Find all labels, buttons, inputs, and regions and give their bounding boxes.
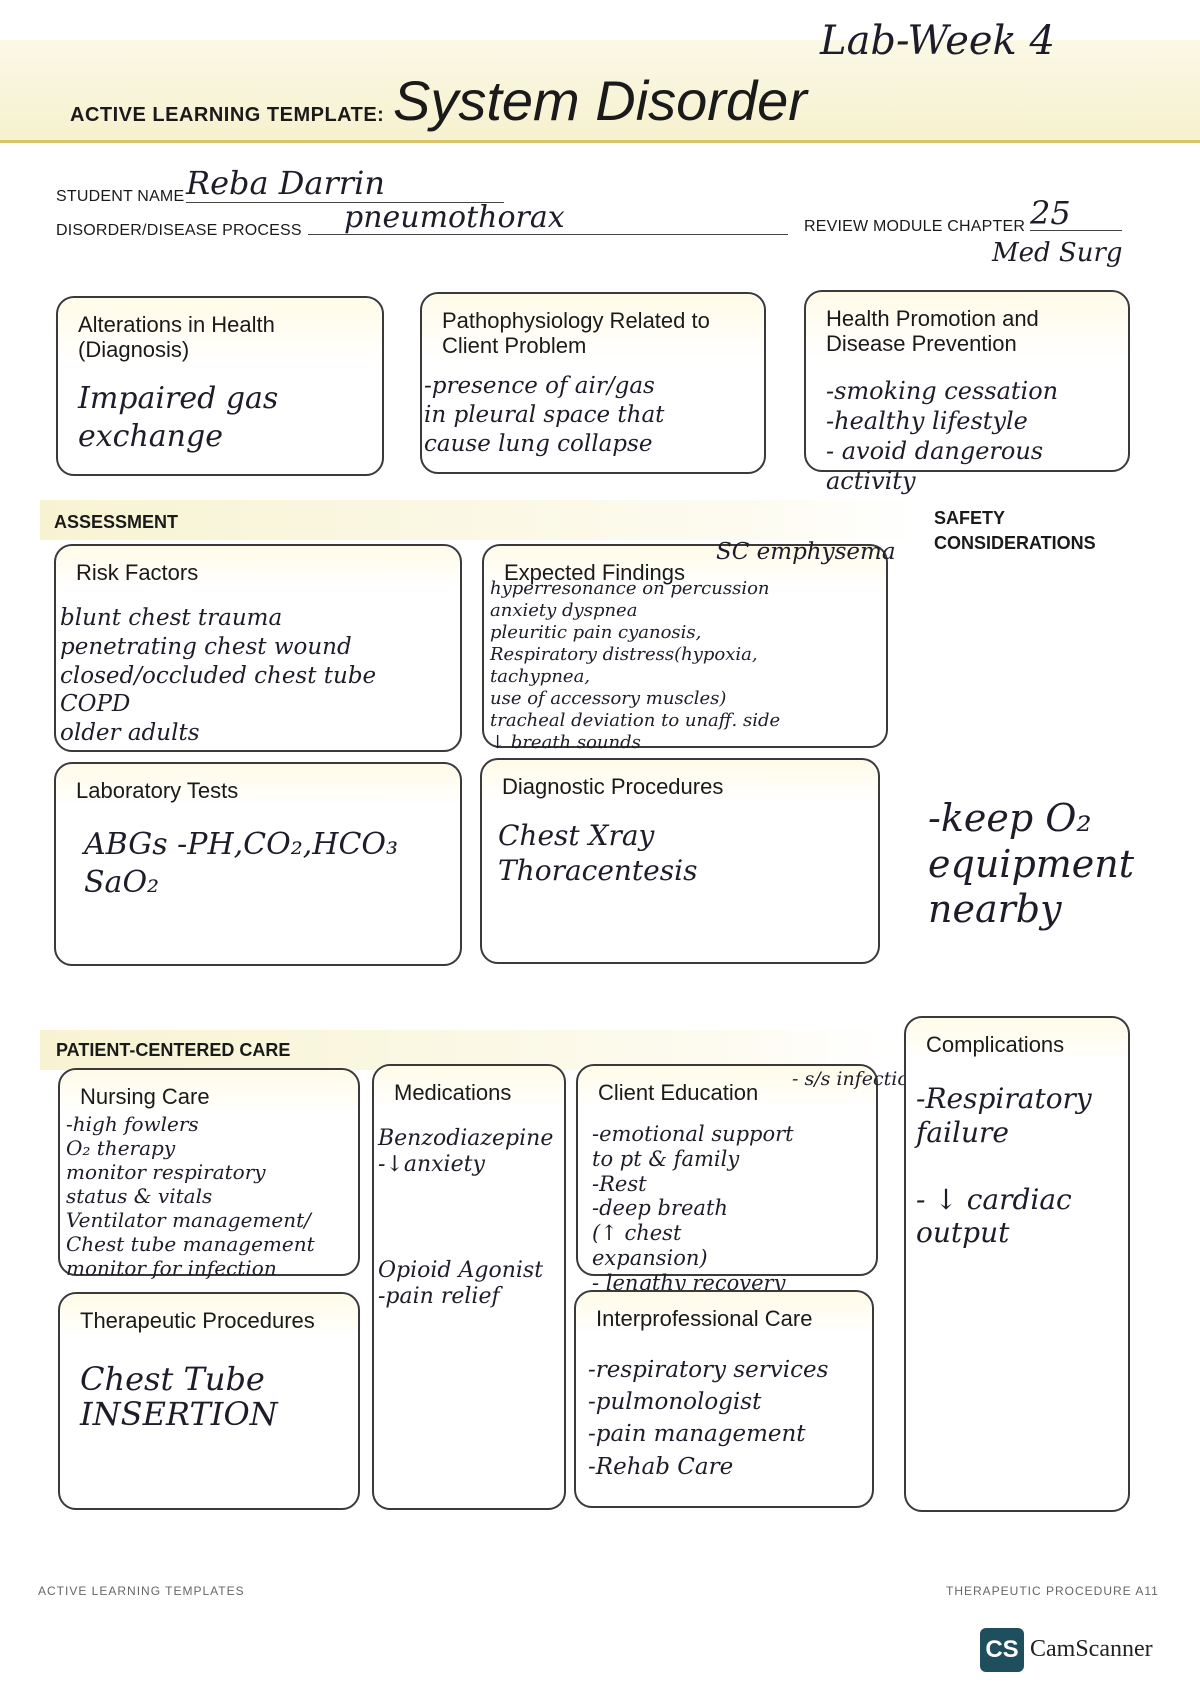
handwritten-lab-week: Lab-Week 4 bbox=[820, 18, 1055, 64]
medications-box: Medications bbox=[372, 1064, 566, 1510]
expected-findings-box: Expected Findings bbox=[482, 544, 888, 748]
nursing-care-content: -high fowlers O₂ therapy monitor respira… bbox=[66, 1112, 315, 1280]
alterations-box: Alterations in Health (Diagnosis) bbox=[56, 296, 384, 476]
laboratory-tests-content: ABGs -PH,CO₂,HCO₃ SaO₂ bbox=[84, 827, 399, 900]
interprofessional-care-heading: Interprofessional Care bbox=[576, 1292, 872, 1336]
disorder-line bbox=[308, 234, 788, 235]
complications-content: -Respiratory failure - ↓ cardiac output bbox=[916, 1082, 1092, 1250]
therapeutic-procedures-content: Chest Tube INSERTION bbox=[80, 1360, 278, 1434]
therapeutic-procedures-box: Therapeutic Procedures bbox=[58, 1292, 360, 1510]
medications-content: Benzodiazepine -↓anxiety Opioid Agonist … bbox=[378, 1126, 554, 1310]
patient-care-band bbox=[40, 1030, 890, 1070]
review-module-value: 25 bbox=[1030, 194, 1071, 232]
expected-findings-heading: Expected Findings bbox=[484, 546, 886, 590]
disorder-value: pneumothorax bbox=[344, 200, 565, 235]
alterations-heading: Alterations in Health (Diagnosis) bbox=[58, 298, 382, 367]
client-education-box: Client Education bbox=[576, 1064, 878, 1276]
template-label: ACTIVE LEARNING TEMPLATE: bbox=[70, 104, 385, 126]
diagnostic-procedures-box: Diagnostic Procedures bbox=[480, 758, 880, 964]
complications-box: Complications bbox=[904, 1016, 1130, 1512]
health-promotion-heading: Health Promotion and Disease Prevention bbox=[806, 292, 1128, 361]
expected-findings-content: hyperresonance on percussion anxiety dys… bbox=[490, 578, 781, 753]
review-module-label: REVIEW MODULE CHAPTER bbox=[804, 218, 1026, 235]
laboratory-tests-heading: Laboratory Tests bbox=[56, 764, 460, 808]
pathophysiology-content: -presence of air/gas in pleural space th… bbox=[424, 373, 665, 457]
interprofessional-care-content: -respiratory services -pulmonologist -pa… bbox=[588, 1357, 829, 1480]
client-education-note: - s/s infection bbox=[792, 1068, 922, 1090]
alterations-content: Impaired gas exchange bbox=[78, 381, 279, 454]
medications-heading: Medications bbox=[374, 1066, 564, 1110]
risk-factors-content: blunt chest trauma penetrating chest wou… bbox=[60, 605, 377, 746]
header-band bbox=[0, 40, 1200, 143]
nursing-care-heading: Nursing Care bbox=[60, 1070, 358, 1114]
pathophysiology-heading: Pathophysiology Related to Client Proble… bbox=[422, 294, 764, 363]
student-name-label: STUDENT NAME bbox=[56, 188, 185, 205]
safety-note: -keep O₂ equipment nearby bbox=[928, 796, 1135, 932]
safety-considerations-label: SAFETY CONSIDERATIONS bbox=[934, 508, 1096, 554]
client-education-content: -emotional support to pt & family -Rest … bbox=[592, 1122, 794, 1295]
nursing-care-box: Nursing Care bbox=[58, 1068, 360, 1276]
expected-findings-note: SC emphysema bbox=[716, 539, 896, 565]
risk-factors-heading: Risk Factors bbox=[56, 546, 460, 590]
student-name-line bbox=[186, 202, 504, 203]
camscanner-logo-icon: CS bbox=[980, 1628, 1024, 1672]
diagnostic-procedures-heading: Diagnostic Procedures bbox=[482, 760, 878, 804]
footer-left: ACTIVE LEARNING TEMPLATES bbox=[38, 1584, 245, 1598]
review-module-line bbox=[1030, 230, 1122, 231]
laboratory-tests-box: Laboratory Tests bbox=[54, 762, 462, 966]
disorder-label: DISORDER/DISEASE PROCESS bbox=[56, 222, 302, 239]
health-promotion-box: Health Promotion and Disease Prevention bbox=[804, 290, 1130, 472]
patient-care-label: PATIENT-CENTERED CARE bbox=[56, 1040, 291, 1060]
risk-factors-box: Risk Factors bbox=[54, 544, 462, 752]
camscanner-watermark: CamScanner bbox=[1030, 1636, 1153, 1662]
assessment-band bbox=[40, 500, 920, 540]
complications-heading: Complications bbox=[906, 1018, 1128, 1062]
assessment-label: ASSESSMENT bbox=[54, 512, 179, 532]
client-education-heading: Client Education bbox=[578, 1066, 876, 1110]
health-promotion-content: -smoking cessation -healthy lifestyle - … bbox=[826, 377, 1059, 495]
interprofessional-care-box: Interprofessional Care bbox=[574, 1290, 874, 1508]
review-module-note: Med Surg bbox=[992, 238, 1123, 268]
pathophysiology-box: Pathophysiology Related to Client Proble… bbox=[420, 292, 766, 474]
page-title: System Disorder bbox=[393, 69, 807, 132]
therapeutic-procedures-heading: Therapeutic Procedures bbox=[60, 1294, 358, 1338]
student-name-value: Reba Darrin bbox=[186, 164, 385, 202]
diagnostic-procedures-content: Chest Xray Thoracentesis bbox=[498, 819, 698, 887]
footer-right: THERAPEUTIC PROCEDURE A11 bbox=[946, 1584, 1159, 1598]
